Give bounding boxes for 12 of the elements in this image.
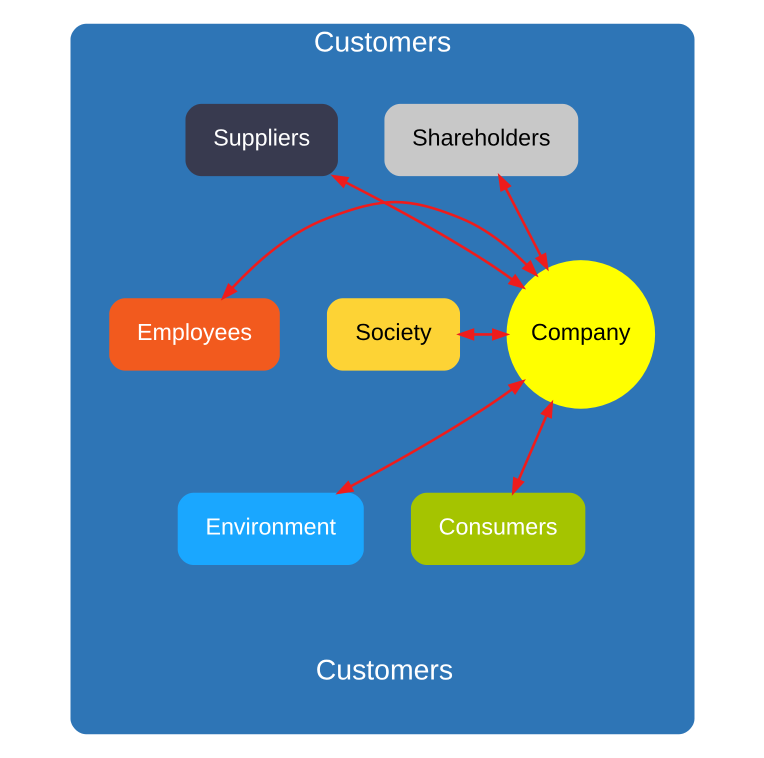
arrow xyxy=(511,400,553,496)
node-box: Employees xyxy=(108,298,280,371)
arrow xyxy=(334,379,526,494)
node-box: Suppliers xyxy=(184,104,338,176)
node-box: Consumers xyxy=(410,492,585,566)
node-box: Environment xyxy=(177,492,364,566)
arrow xyxy=(220,200,538,301)
arrow xyxy=(456,328,510,341)
arrow xyxy=(330,174,526,290)
node-box: Society xyxy=(326,298,460,371)
arrow xyxy=(497,173,548,272)
node-box: Shareholders xyxy=(384,104,578,176)
